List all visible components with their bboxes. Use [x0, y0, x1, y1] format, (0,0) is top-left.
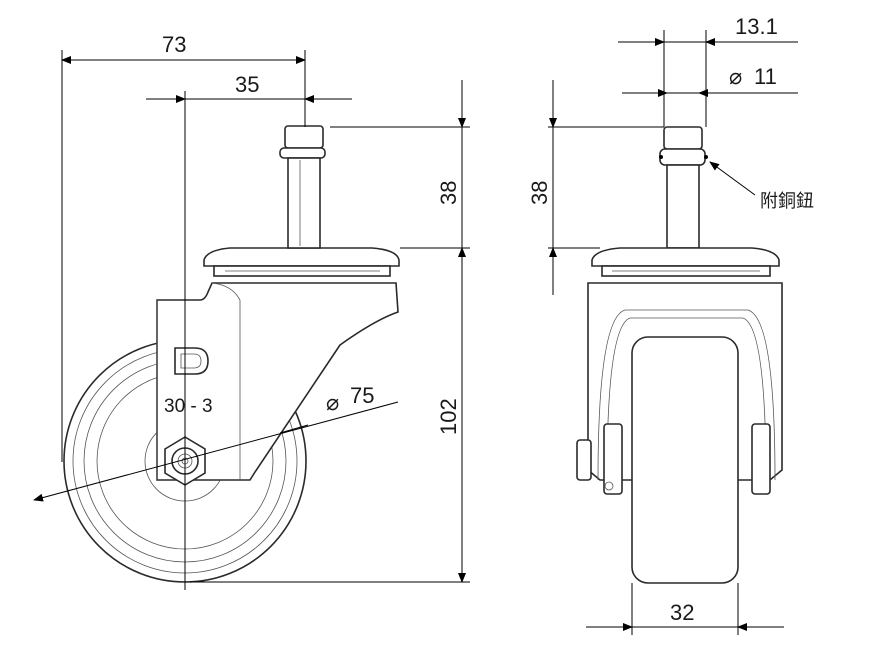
side-fork [156, 282, 399, 481]
copper-ring-note: 附銅鈕 [760, 191, 814, 212]
dim-stem-offset: 35 [235, 72, 259, 97]
dim-width-top: 13.1 [735, 14, 778, 39]
dim-stem-diameter: 11 [754, 64, 777, 89]
dim-stem-height-front: 38 [527, 181, 552, 205]
front-view [576, 126, 783, 584]
side-stem [279, 125, 326, 249]
dim-wheel-width: 32 [670, 600, 694, 625]
front-stem [659, 126, 708, 249]
front-wheel [631, 336, 739, 584]
front-top-plate [591, 247, 780, 277]
dim-overall-width: 73 [162, 32, 186, 57]
dim-diameter-symbol-front: ⌀ [729, 64, 742, 89]
model-number: 30 - 3 [164, 396, 213, 417]
logo-mark [174, 347, 209, 375]
dim-total-height: 102 [436, 398, 461, 435]
dim-diameter-symbol: ⌀ [326, 390, 339, 415]
left-axle-boss [576, 439, 592, 481]
side-dimensions: 73 35 38 102 ⌀ 75 [33, 32, 470, 583]
dim-stem-height-side: 38 [436, 181, 461, 205]
front-dimensions: 13.1 ⌀ 11 38 附銅鈕 32 [527, 14, 814, 635]
side-top-plate [203, 247, 400, 277]
side-view: 30 - 3 [63, 91, 400, 590]
dim-wheel-diameter: 75 [350, 383, 374, 408]
